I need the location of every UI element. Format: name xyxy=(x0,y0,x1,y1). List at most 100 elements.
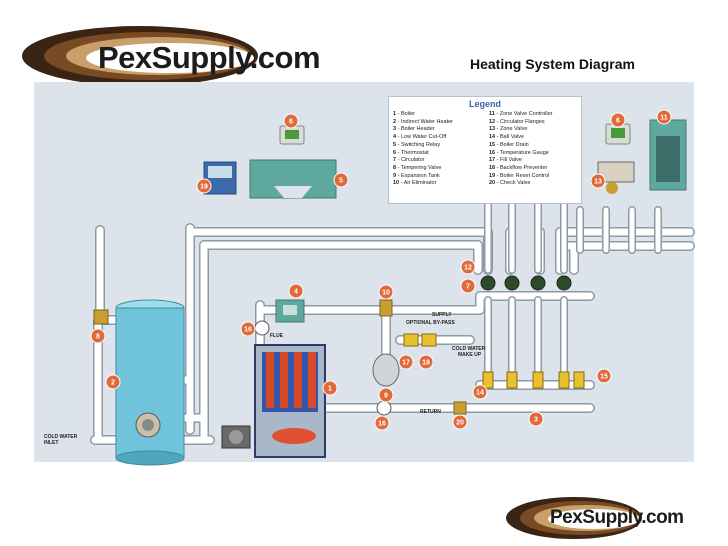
callout-number: 12 xyxy=(464,265,472,272)
zone-valve xyxy=(597,161,635,194)
callout-14: 14 xyxy=(472,384,488,400)
legend-item: 10 - Air Eliminator xyxy=(393,180,453,188)
bypass-label: OPTIONAL BY-PASS xyxy=(406,320,455,326)
callout-number: 3 xyxy=(534,417,538,424)
legend-item-label: - Air Eliminator xyxy=(399,180,437,187)
legend-item: 2 - Indirect Water Heater xyxy=(393,119,453,127)
legend-item: 4 - Low Water Cut-Off xyxy=(393,134,453,142)
legend-item-number: 9 xyxy=(393,172,397,179)
legend-item: 7 - Circulator xyxy=(393,157,453,165)
legend-item-number: 6 xyxy=(393,149,397,156)
expansion-tank xyxy=(372,353,400,387)
legend-item: 16 - Temperature Gauge xyxy=(489,150,553,158)
callout-number: 7 xyxy=(466,284,470,291)
thermostat xyxy=(605,123,631,145)
callout-6: 6 xyxy=(610,112,626,128)
legend-item-number: 2 xyxy=(393,118,397,125)
makeup-label-2: MAKE UP xyxy=(458,352,482,358)
callout-1: 1 xyxy=(322,380,338,396)
legend-item-label: - Temperature Gauge xyxy=(495,149,549,156)
callout-9: 9 xyxy=(378,387,394,403)
callout-6: 6 xyxy=(283,113,299,129)
legend-item: 12 - Circulator Flanges xyxy=(489,119,553,127)
legend-item: 11 - Zone Valve Controller xyxy=(489,111,553,119)
legend-item-label: - Circulator Flanges xyxy=(495,118,545,125)
callout-15: 15 xyxy=(596,368,612,384)
callout-number: 2 xyxy=(111,380,115,387)
legend-item: 18 - Backflow Preventer xyxy=(489,165,553,173)
legend-item: 15 - Boiler Drain xyxy=(489,142,553,150)
legend-item: 13 - Zone Valve xyxy=(489,126,553,134)
callout-18: 18 xyxy=(418,354,434,370)
legend-item: 14 - Ball Valve xyxy=(489,134,553,142)
legend-item: 3 - Boiler Header xyxy=(393,126,453,134)
brand-name: PexSupply.com xyxy=(98,40,321,75)
callout-7: 7 xyxy=(460,278,476,294)
pipe-network xyxy=(90,196,695,445)
callout-5: 5 xyxy=(333,172,349,188)
boiler xyxy=(221,344,326,458)
logo-swoosh-icon xyxy=(22,26,258,86)
legend-item-number: 5 xyxy=(393,141,397,148)
callout-number: 18 xyxy=(422,360,430,367)
flue-label: FLUE xyxy=(270,333,284,339)
legend-item-label: - Boiler Drain xyxy=(495,141,529,148)
legend-item-number: 16 xyxy=(489,149,496,156)
callout-number: 16 xyxy=(378,421,386,428)
legend-item-label: - Zone Valve Controller xyxy=(494,111,553,117)
fill-valve xyxy=(403,333,437,347)
callout-number: 20 xyxy=(456,420,464,427)
callout-number: 6 xyxy=(616,118,620,125)
boiler-reset-control xyxy=(203,161,237,195)
legend-item: 9 - Expansion Tank xyxy=(393,173,453,181)
makeup-label-1: COLD WATER xyxy=(452,346,486,352)
callout-13: 13 xyxy=(590,173,606,189)
legend-item-number: 13 xyxy=(489,126,496,133)
callout-3: 3 xyxy=(528,411,544,427)
legend-item-number: 17 xyxy=(489,157,496,164)
callout-8: 8 xyxy=(90,328,106,344)
legend-item-label: - Zone Valve xyxy=(495,126,528,133)
zone-valve-controller xyxy=(649,119,687,191)
legend-item-label: - Fill Valve xyxy=(495,157,522,164)
callout-20: 20 xyxy=(452,414,468,430)
tempering-valve xyxy=(93,309,109,325)
inlet-label-2: INLET xyxy=(44,440,58,446)
legend-item: 17 - Fill Valve xyxy=(489,157,553,165)
legend-item-label: - Ball Valve xyxy=(495,134,525,141)
callout-number: 15 xyxy=(600,374,608,381)
page-title: Heating System Diagram xyxy=(470,56,635,72)
supply-label: SUPPLY xyxy=(432,312,452,318)
ball-valves xyxy=(482,371,585,389)
legend-item: 6 - Thermostat xyxy=(393,150,453,158)
legend-item: 20 - Check Valve xyxy=(489,180,553,188)
legend-item: 19 - Boiler Reset Control xyxy=(489,173,553,181)
legend-item-label: - Check Valve xyxy=(495,180,531,187)
callout-number: 8 xyxy=(96,334,100,341)
legend-item-label: - Boiler Header xyxy=(396,126,435,133)
switching-relay xyxy=(249,159,337,199)
callout-number: 10 xyxy=(382,290,390,297)
legend-item-number: 20 xyxy=(489,180,496,187)
legend-item-label: - Switching Relay xyxy=(396,141,441,148)
legend-item-number: 10 xyxy=(393,180,400,187)
legend-item-number: 7 xyxy=(393,157,397,164)
callout-number: 16 xyxy=(244,327,252,334)
air-eliminator xyxy=(379,299,393,317)
indirect-water-heater xyxy=(115,299,185,466)
return-label: RETURN xyxy=(420,409,441,415)
temperature-gauge xyxy=(254,320,392,416)
callout-number: 14 xyxy=(476,390,484,397)
legend-item-number: 4 xyxy=(393,134,397,141)
callout-number: 5 xyxy=(339,178,343,185)
legend-item-number: 1 xyxy=(393,111,397,117)
legend-item-number: 3 xyxy=(393,126,397,133)
callout-number: 13 xyxy=(594,179,602,186)
legend-item-number: 14 xyxy=(489,134,496,141)
callout-number: 9 xyxy=(384,393,388,400)
callout-number: 17 xyxy=(402,360,410,367)
legend-item-label: - Boiler Reset Control xyxy=(495,172,550,179)
legend-item-number: 18 xyxy=(489,164,496,171)
